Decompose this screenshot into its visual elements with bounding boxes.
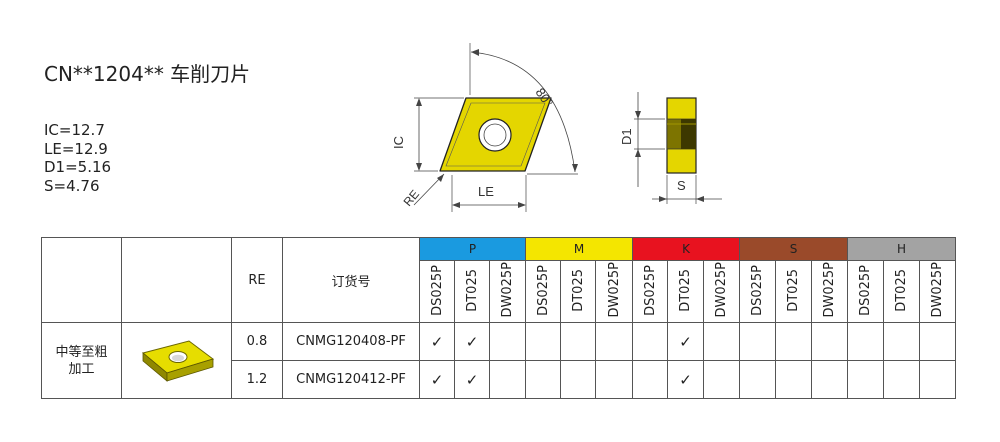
- spec-d1: D1=5.16: [44, 158, 112, 176]
- check-cell: [632, 360, 668, 399]
- grade-header: DW025P: [919, 260, 956, 323]
- insert-technical-drawing: IC LE RE 80° D1 S: [391, 43, 722, 212]
- grade-header: DT025: [454, 260, 490, 323]
- check-cell: [525, 322, 561, 361]
- specs-list: IC=12.7 LE=12.9 D1=5.16 S=4.76: [44, 121, 111, 195]
- grade-header: DS025P: [847, 260, 884, 323]
- group-header-m: M: [525, 237, 633, 261]
- grade-header: DS025P: [632, 260, 668, 323]
- grade-header: DS025P: [739, 260, 776, 323]
- check-cell: [703, 360, 740, 399]
- grade-header: DT025: [883, 260, 920, 323]
- grade-header: DS025P: [419, 260, 455, 323]
- check-cell: ✓: [667, 322, 704, 361]
- check-cell: [489, 360, 526, 399]
- insert-image-cell: [121, 322, 232, 399]
- spec-le: LE=12.9: [44, 139, 108, 158]
- insert-3d-icon: [141, 340, 214, 382]
- group-header-k: K: [632, 237, 740, 261]
- check-cell: [595, 360, 633, 399]
- grade-header: DW025P: [489, 260, 526, 323]
- ic-label: IC: [391, 136, 406, 149]
- header-blank-application: [41, 237, 122, 323]
- grade-header: DW025P: [703, 260, 740, 323]
- header-re: RE: [231, 237, 283, 323]
- check-cell: ✓: [419, 322, 455, 361]
- check-cell: [775, 360, 812, 399]
- group-header-p: P: [419, 237, 526, 261]
- check-cell: [883, 360, 920, 399]
- check-cell: [632, 322, 668, 361]
- grade-header: DT025: [775, 260, 812, 323]
- page-title: CN**1204** 车削刀片: [44, 62, 251, 86]
- check-cell: [489, 322, 526, 361]
- re-label: RE: [401, 187, 422, 209]
- check-cell: ✓: [667, 360, 704, 399]
- order-code: CNMG120412-PF: [282, 360, 420, 399]
- check-cell: [739, 322, 776, 361]
- spec-ic: IC=12.7: [44, 121, 105, 139]
- check-cell: ✓: [454, 360, 490, 399]
- check-cell: [919, 360, 956, 399]
- order-code: CNMG120408-PF: [282, 322, 420, 361]
- check-cell: [560, 322, 596, 361]
- check-cell: [739, 360, 776, 399]
- application-cell: 中等至粗加工: [41, 322, 122, 399]
- check-cell: [919, 322, 956, 361]
- header-order-number: 订货号: [282, 237, 420, 323]
- grade-header: DW025P: [811, 260, 848, 323]
- grade-header: DT025: [560, 260, 596, 323]
- check-cell: [811, 360, 848, 399]
- check-cell: [883, 322, 920, 361]
- s-label: S: [677, 178, 686, 193]
- grade-header: DW025P: [595, 260, 633, 323]
- le-label: LE: [478, 184, 494, 199]
- table-row: 中等至粗加工 0.8 CNMG120408-PF ✓ ✓ ✓: [41, 322, 956, 399]
- group-header-h: H: [847, 237, 956, 261]
- check-cell: [703, 322, 740, 361]
- check-cell: [847, 360, 884, 399]
- check-cell: [811, 322, 848, 361]
- check-cell: ✓: [454, 322, 490, 361]
- grade-header: DT025: [667, 260, 704, 323]
- check-cell: [560, 360, 596, 399]
- grade-header: DS025P: [525, 260, 561, 323]
- re-value: 0.8: [231, 322, 283, 361]
- group-header-s: S: [739, 237, 848, 261]
- re-value: 1.2: [231, 360, 283, 399]
- grade-table: RE 订货号 P M K S H DS025P DT025 DW025P DS0…: [41, 237, 956, 399]
- check-cell: [595, 322, 633, 361]
- check-cell: [847, 322, 884, 361]
- header-blank-image: [121, 237, 232, 323]
- check-cell: [775, 322, 812, 361]
- check-cell: [525, 360, 561, 399]
- spec-s: S=4.76: [44, 176, 100, 195]
- d1-label: D1: [619, 128, 634, 145]
- check-cell: ✓: [419, 360, 455, 399]
- table-row: 1.2 CNMG120412-PF ✓ ✓ ✓: [42, 360, 956, 399]
